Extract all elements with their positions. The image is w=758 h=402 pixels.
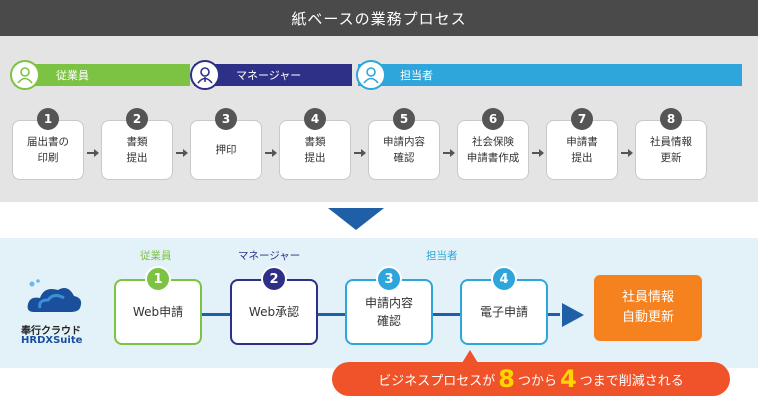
logo-text-suite: HRDXSuite xyxy=(21,335,83,346)
paper-step-number: 6 xyxy=(482,108,504,130)
paper-step-label: 申請書 提出 xyxy=(566,136,598,164)
logo-text-bugyo: 奉行クラウド xyxy=(21,326,81,337)
paper-step-8: 社員情報 更新 xyxy=(635,120,707,180)
paper-step-number: 4 xyxy=(304,108,326,130)
callout-to-num: 4 xyxy=(560,365,577,393)
paper-step-label: 社会保険 申請書作成 xyxy=(466,136,520,164)
reduction-callout: ビジネスプロセスが 8 つから 4 つまで削減される xyxy=(332,362,730,396)
paper-step-number: 2 xyxy=(126,108,148,130)
cloud-step-label: 申請内容 確認 xyxy=(364,296,413,328)
step-arrow-icon xyxy=(442,144,456,163)
paper-step-4: 書類 提出 xyxy=(279,120,351,180)
role-bar-employee: 従業員 xyxy=(14,64,190,86)
paper-step-7: 申請書 提出 xyxy=(546,120,618,180)
paper-step-number: 8 xyxy=(660,108,682,130)
cloud-step-number: 1 xyxy=(145,266,171,292)
bottom-role-staff: 担当者 xyxy=(426,250,458,262)
step-arrow-icon xyxy=(620,144,634,163)
cloud-step-number: 3 xyxy=(376,266,402,292)
paper-step-number: 7 xyxy=(571,108,593,130)
cloud-step-label: 電子申請 xyxy=(479,305,528,319)
staff-avatar-icon xyxy=(356,60,386,90)
bottom-role-employee: 従業員 xyxy=(140,250,172,262)
paper-step-5: 申請内容 確認 xyxy=(368,120,440,180)
paper-step-label: 申請内容 確認 xyxy=(383,136,425,164)
role-bar-staff: 担当者 xyxy=(358,64,742,86)
step-arrow-icon xyxy=(86,144,100,163)
role-label-employee: 従業員 xyxy=(56,69,89,82)
cloud-step-number: 2 xyxy=(261,266,287,292)
paper-step-3: 押印 xyxy=(190,120,262,180)
callout-tail xyxy=(462,350,478,363)
step-arrow-icon xyxy=(531,144,545,163)
cloud-step-label: Web承認 xyxy=(248,305,300,319)
manager-avatar-icon xyxy=(190,60,220,90)
paper-step-label: 書類 提出 xyxy=(304,136,326,164)
step-arrow-icon xyxy=(175,144,189,163)
cloud-step-label: Web申請 xyxy=(132,305,184,319)
step-arrow-icon xyxy=(353,144,367,163)
paper-step-6: 社会保険 申請書作成 xyxy=(457,120,529,180)
paper-step-label: 届出書の 印刷 xyxy=(27,136,69,164)
flow-arrow-icon xyxy=(562,303,584,327)
paper-step-label: 押印 xyxy=(215,144,237,156)
paper-step-number: 3 xyxy=(215,108,237,130)
page-title: 紙ベースの業務プロセス xyxy=(0,0,758,36)
paper-step-number: 1 xyxy=(37,108,59,130)
callout-suffix: つまで削減される xyxy=(579,373,684,389)
bottom-role-manager: マネージャー xyxy=(238,250,301,262)
transition-arrow-icon xyxy=(328,208,384,230)
employee-avatar-icon xyxy=(10,60,40,90)
role-label-staff: 担当者 xyxy=(400,69,433,82)
cloud-step-number: 4 xyxy=(491,266,517,292)
cloud-logo-icon xyxy=(24,278,84,322)
result-auto-update: 社員情報 自動更新 xyxy=(594,275,702,341)
paper-step-number: 5 xyxy=(393,108,415,130)
role-bar-manager: マネージャー xyxy=(194,64,352,86)
callout-prefix: ビジネスプロセスが xyxy=(378,373,496,389)
role-label-manager: マネージャー xyxy=(236,69,302,82)
paper-step-label: 書類 提出 xyxy=(126,136,148,164)
callout-middle: つから xyxy=(517,373,557,389)
paper-step-label: 社員情報 更新 xyxy=(650,136,692,164)
step-arrow-icon xyxy=(264,144,278,163)
callout-from-num: 8 xyxy=(498,365,515,393)
